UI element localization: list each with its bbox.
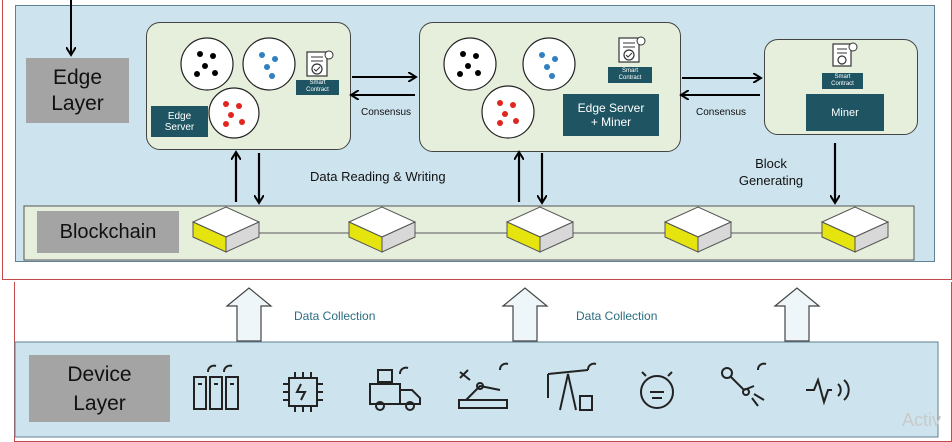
data-reading-writing-label: Data Reading & Writing [310, 169, 446, 184]
blue-cluster-icon [242, 37, 296, 91]
data-collection-arrow [501, 287, 549, 342]
smart-contract-label-line1: Smart [834, 74, 851, 80]
oil-pump-icon [547, 362, 597, 411]
edge-server-miner-label-line1: Edge Server [577, 101, 645, 115]
smart-contract-label-line2: Contract [306, 87, 329, 93]
robotic-arm-icon [721, 362, 767, 407]
smart-contract-label-line1: Smart [621, 68, 638, 74]
edge-server-miner-label-line2: + Miner [590, 115, 632, 129]
block-generating-label: Block Generating [728, 155, 814, 189]
data-collection-label: Data Collection [576, 309, 658, 323]
red-cluster-icon [208, 87, 260, 139]
black-cluster-icon [180, 37, 234, 91]
chip-icon [283, 372, 323, 412]
data-collection-label: Data Collection [294, 309, 376, 323]
edge-server-label: Edge Server [151, 106, 208, 137]
edge-server-label-line2: Server [164, 121, 195, 133]
gauge-icon [640, 371, 674, 409]
device-layer-label-line2: Layer [73, 391, 126, 415]
block-icon [347, 206, 417, 253]
miner-label: Miner [806, 94, 884, 131]
blockchain-label: Blockchain [37, 211, 179, 253]
block-icon [191, 206, 261, 253]
black-cluster-icon [443, 37, 497, 91]
edge-server-label-line1: Edge [167, 110, 192, 122]
edge-layer-label-line1: Edge [52, 65, 103, 89]
data-collection-arrow [225, 287, 273, 342]
device-layer-label: Device Layer [29, 355, 170, 422]
smart-contract-label: Smart Contract [608, 68, 652, 83]
smart-contract-label: Smart Contract [296, 80, 339, 95]
activation-watermark: Activ [902, 410, 942, 430]
smart-contract-label-line1: Smart [309, 80, 326, 86]
blue-cluster-icon [522, 37, 576, 91]
miner-label-text: Miner [831, 106, 859, 119]
smart-contract-label: Smart Contract [822, 74, 863, 89]
edge-server-miner-label: Edge Server + Miner [563, 94, 659, 136]
truck-icon [369, 366, 421, 411]
consensus-label: Consensus [696, 107, 747, 118]
smart-contract-label-line2: Contract [618, 75, 642, 81]
block-icon [820, 206, 890, 253]
device-layer-label-line1: Device [67, 362, 132, 386]
smart-contract-icon [832, 42, 858, 67]
red-cluster-icon [481, 85, 535, 139]
smart-contract-label-line2: Contract [831, 81, 854, 87]
server-rack-icon [193, 364, 239, 410]
edge-layer-label-line2: Layer [51, 91, 104, 115]
data-collection-arrow [773, 287, 821, 342]
block-icon [505, 206, 575, 253]
smart-contract-icon [306, 50, 334, 77]
edge-layer-label: Edge Layer [26, 58, 129, 123]
block-generating-line2: Generating [738, 173, 804, 188]
consensus-label: Consensus [361, 107, 412, 118]
smart-contract-icon [618, 36, 646, 63]
signal-wave-icon [806, 376, 850, 406]
block-icon [663, 206, 733, 253]
block-generating-line1: Block [755, 156, 787, 171]
robot-arm-icon [458, 362, 509, 409]
